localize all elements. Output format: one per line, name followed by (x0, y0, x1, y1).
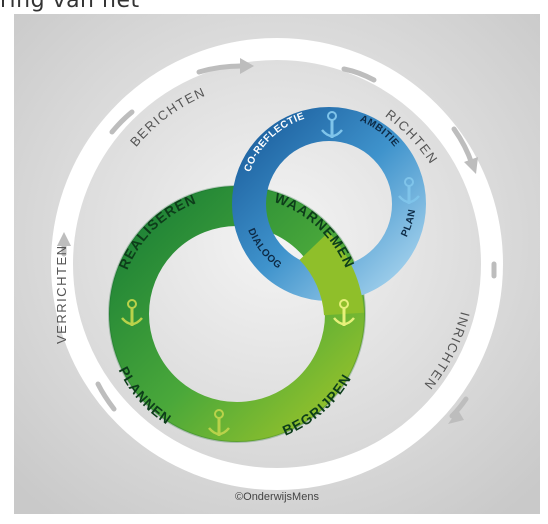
arrow-icon (196, 63, 245, 75)
anchor-icon (321, 111, 343, 138)
arrow-icon (341, 66, 377, 83)
cycle-diagram: BERICHTEN RICHTEN INRICHTEN VERRICHTEN (14, 14, 540, 514)
arrow-icon (109, 109, 135, 135)
arrow-icon (464, 157, 478, 174)
outer-label-verrichten: VERRICHTEN (54, 244, 69, 344)
diagram-svg: BERICHTEN RICHTEN INRICHTEN VERRICHTEN (14, 14, 540, 514)
arrow-icon (57, 232, 71, 246)
outer-arrows (57, 58, 497, 424)
anchor-icon (333, 299, 355, 326)
arrow-icon (240, 58, 254, 74)
cropped-heading: ring van net (0, 0, 140, 13)
anchor-icon (121, 299, 143, 326)
arrow-icon (449, 396, 469, 419)
copyright-text: ©OnderwijsMens (235, 491, 319, 503)
anchor-icon (208, 409, 230, 436)
arrow-icon (95, 381, 117, 412)
anchor-icon (398, 177, 420, 204)
arrow-icon (448, 410, 464, 424)
